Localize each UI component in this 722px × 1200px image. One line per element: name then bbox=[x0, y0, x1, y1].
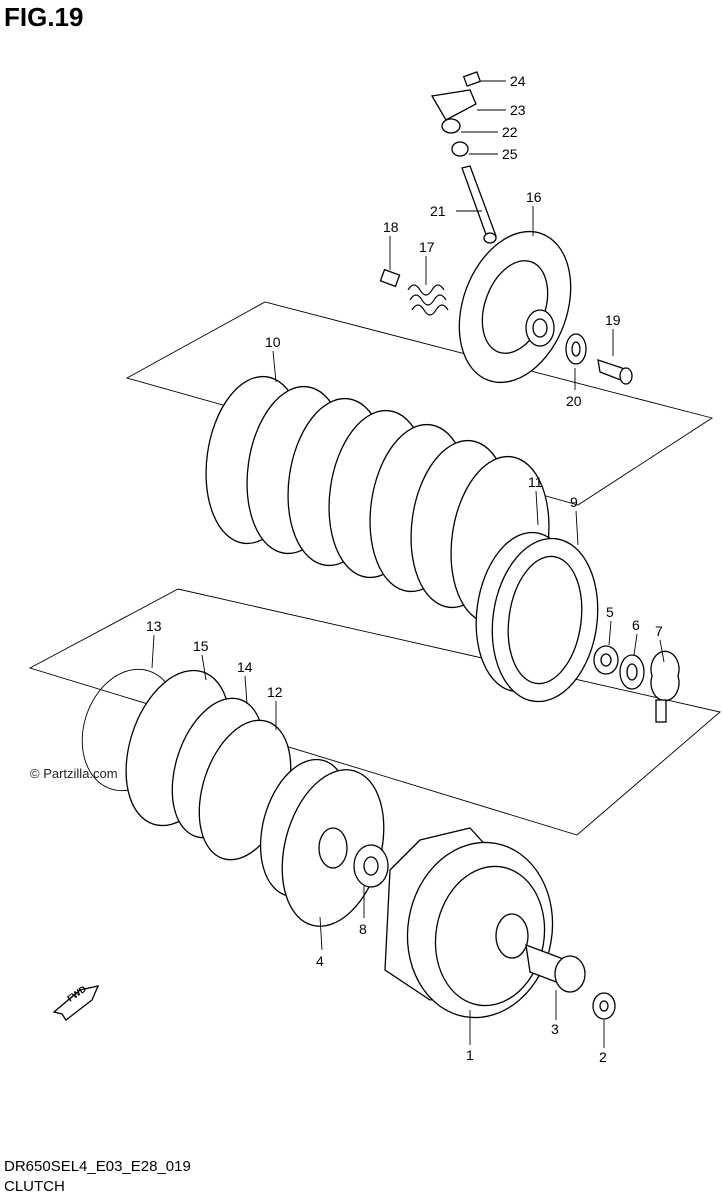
diagram-caption: CLUTCH bbox=[4, 1178, 65, 1195]
watermark: © Partzilla.com bbox=[30, 766, 118, 781]
callout-6: 6 bbox=[632, 617, 640, 633]
callout-17: 17 bbox=[419, 239, 435, 255]
diagram-code: DR650SEL4_E03_E28_019 bbox=[4, 1158, 191, 1175]
callout-3: 3 bbox=[551, 1021, 559, 1037]
bearing-and-pin bbox=[565, 333, 633, 385]
callout-25: 25 bbox=[502, 146, 518, 162]
callout-8: 8 bbox=[359, 921, 367, 937]
callout-leader-lines bbox=[151, 80, 665, 1048]
callout-13: 13 bbox=[146, 618, 162, 634]
callout-5: 5 bbox=[606, 604, 614, 620]
callout-21: 21 bbox=[430, 203, 446, 219]
primary-driven-gear bbox=[384, 827, 616, 1020]
drive-plate-and-sleeve-hub bbox=[475, 531, 599, 703]
callout-14: 14 bbox=[237, 659, 253, 675]
callout-11: 11 bbox=[528, 474, 543, 490]
callout-9: 9 bbox=[570, 494, 578, 510]
callout-12: 12 bbox=[267, 684, 283, 700]
callout-15: 15 bbox=[193, 638, 209, 654]
pressure-plate bbox=[458, 230, 572, 384]
callout-24: 24 bbox=[510, 73, 526, 89]
callout-16: 16 bbox=[526, 189, 542, 205]
callout-2: 2 bbox=[599, 1049, 607, 1065]
callout-10: 10 bbox=[265, 334, 281, 350]
clutch-hub bbox=[259, 758, 389, 927]
clutch-hub-group-outline bbox=[28, 588, 721, 836]
callout-23: 23 bbox=[510, 102, 526, 118]
bolt-and-spring bbox=[379, 268, 449, 316]
fwd-arrow-icon: FWD bbox=[52, 983, 100, 1021]
callout-18: 18 bbox=[383, 219, 399, 235]
callout-19: 19 bbox=[605, 312, 621, 328]
page-title: FIG.19 bbox=[4, 2, 84, 32]
callout-20: 20 bbox=[566, 393, 582, 409]
callout-4: 4 bbox=[316, 953, 324, 969]
clutch-plates-stack bbox=[205, 375, 550, 625]
release-rod-assembly bbox=[430, 71, 497, 244]
nut-washers bbox=[593, 645, 680, 723]
callout-22: 22 bbox=[502, 124, 518, 140]
callout-7: 7 bbox=[655, 623, 663, 639]
callout-1: 1 bbox=[466, 1047, 474, 1063]
